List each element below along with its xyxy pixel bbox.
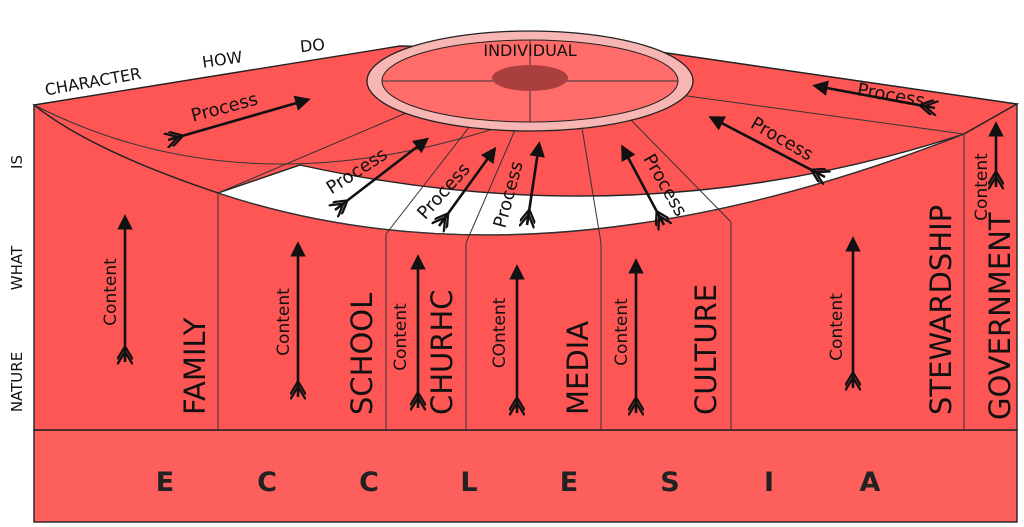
section-label-government: GOVERNMENT <box>983 212 1017 420</box>
content-label-school: Content <box>274 288 294 356</box>
base-letter-8: A <box>860 467 881 498</box>
content-label-government: Content <box>972 153 992 221</box>
section-label-media: MEDIA <box>561 321 595 415</box>
content-label-church: Content <box>391 303 411 371</box>
ecclesia-base <box>33 429 1018 523</box>
radial-line-4 <box>581 127 602 244</box>
individual-core <box>492 65 568 91</box>
base-letter-4: L <box>460 467 477 498</box>
individual-label: INDIVIDUAL <box>483 41 576 60</box>
content-label-family: Content <box>101 258 121 326</box>
process-arrow-culture <box>623 148 664 225</box>
radial-line-1 <box>217 107 419 194</box>
front-arc <box>217 133 965 236</box>
radial-line-5 <box>629 118 732 223</box>
content-label-culture: Content <box>612 298 632 366</box>
base-letter-6: S <box>660 467 679 498</box>
base-letter-3: C <box>359 467 379 498</box>
process-arrow-church <box>439 150 494 226</box>
section-label-culture: CULTURE <box>689 284 723 415</box>
process-arrow-stewardship <box>712 118 825 177</box>
content-label-media: COntent <box>490 297 510 368</box>
base-letter-5: E <box>560 467 578 498</box>
top-label-do: DO <box>299 35 326 57</box>
side-label-what: WHAT <box>8 245 26 290</box>
process-arrow-family <box>168 100 307 140</box>
side-label-nature: NATURE <box>8 352 26 412</box>
process-arrow-government <box>816 86 935 108</box>
top-arc <box>33 104 521 165</box>
section-label-school: SCHOOL <box>345 293 379 415</box>
content-label-stewardship: Content <box>827 293 847 361</box>
process-arrow-media <box>527 145 539 225</box>
process-arrow-school <box>335 140 426 210</box>
base-letter-2: C <box>257 467 277 498</box>
side-label-is: IS <box>8 155 26 169</box>
top-label-how: HOW <box>201 47 244 71</box>
base-letter-1: E <box>156 467 174 498</box>
base-letter-7: I <box>764 467 774 498</box>
section-label-church: CHURHC <box>425 290 459 416</box>
section-label-family: FAMILY <box>178 317 212 415</box>
section-label-stewardship: STEWARDSHIP <box>924 205 958 415</box>
